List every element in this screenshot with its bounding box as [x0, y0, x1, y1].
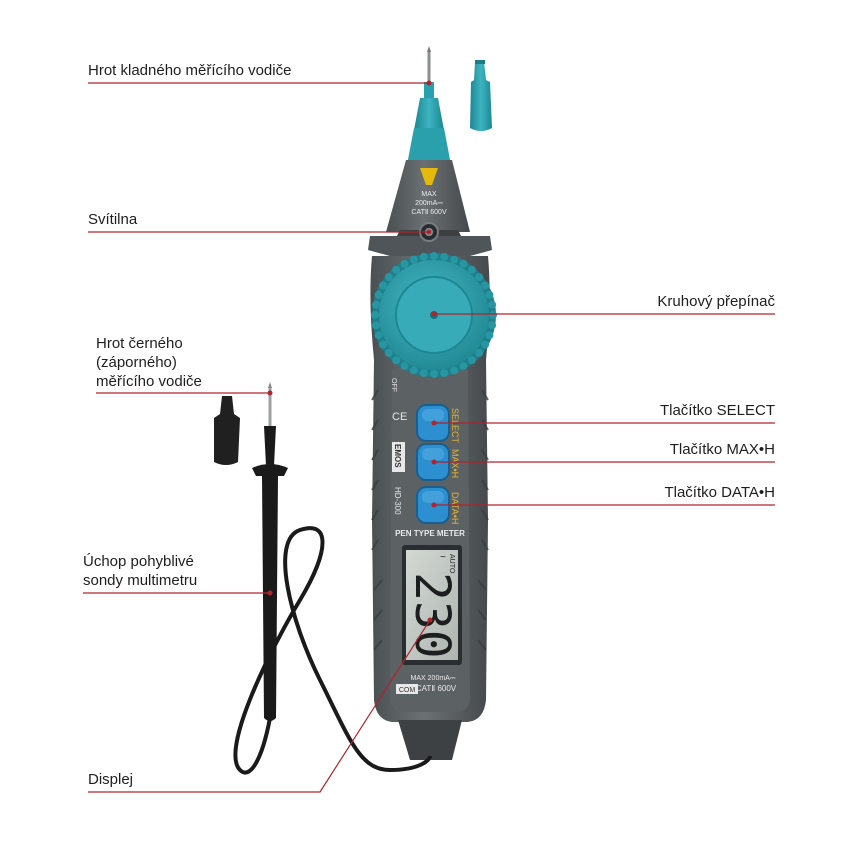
pen-type-text: PEN TYPE METER — [395, 529, 465, 538]
dial-tooth — [475, 273, 484, 282]
dial-tooth — [409, 366, 418, 375]
svg-text:COM: COM — [399, 687, 416, 694]
dial-tooth — [467, 265, 476, 274]
dial-tooth — [430, 252, 438, 260]
datah-button-text: DATA•H — [450, 492, 460, 524]
dial-tooth — [378, 281, 387, 290]
top-max-text: MAX — [421, 191, 437, 198]
callout-display: Displej — [88, 771, 134, 788]
dial-tooth — [384, 348, 393, 357]
dial-tooth — [430, 370, 438, 378]
callout-flashlight: Svítilna — [88, 211, 138, 228]
callout-maxh-button: Tlačítko MAX•H — [669, 441, 775, 458]
dial-tooth — [400, 259, 409, 268]
leader-lines — [83, 82, 775, 793]
probe-cable — [233, 526, 432, 775]
dial-tooth — [485, 331, 494, 340]
dial-tooth — [419, 369, 428, 378]
callout-datah-button: Tlačítko DATA•H — [664, 484, 775, 501]
ce-mark: CE — [392, 411, 407, 423]
lcd-display — [402, 545, 462, 665]
dial-tooth — [392, 265, 401, 274]
dial-tooth — [371, 300, 380, 309]
dial-tooth — [450, 366, 459, 375]
callout-black-tip-line-1: Hrot černého — [96, 335, 183, 352]
callout-movable-probe-line-1: Úchop pohyblivé — [83, 553, 194, 570]
top-cat-text: CATⅡ 600V — [411, 209, 447, 216]
dial-tooth — [384, 273, 393, 282]
positive-probe-tip — [406, 46, 452, 170]
select-button-text: SELECT — [450, 408, 460, 444]
bottom-max-text: MAX 200mA⎓ — [411, 675, 456, 682]
lcd-auto: AUTO — [448, 554, 455, 574]
dial-tooth — [485, 290, 494, 299]
off-text: OFF — [390, 378, 397, 392]
dial-tooth — [371, 321, 380, 330]
svg-text:EMOS: EMOS — [393, 444, 402, 468]
callout-movable-probe-line-2: sondy multimetru — [83, 572, 198, 589]
dial-tooth — [419, 252, 428, 261]
brand-badge: EMOS — [392, 442, 405, 472]
dial-tooth — [392, 356, 401, 365]
dial-tooth — [459, 259, 468, 268]
lcd-reading: 230 — [404, 572, 460, 659]
callout-black-tip-line-3: měřícího vodiče — [96, 373, 202, 390]
dial-tooth — [488, 300, 497, 309]
dial-tooth — [374, 331, 383, 340]
callout-positive-tip: Hrot kladného měřícího vodiče — [88, 62, 292, 79]
callout-select-button: Tlačítko SELECT — [659, 402, 775, 419]
probe-cap-black — [214, 396, 240, 465]
dial-tooth — [378, 340, 387, 349]
dial-tooth — [440, 252, 449, 261]
leader-dots — [267, 80, 437, 623]
com-badge: COM — [396, 684, 418, 694]
dial-tooth — [400, 362, 409, 371]
dial-tooth — [488, 321, 497, 330]
dial-tooth — [371, 311, 379, 319]
dial-tooth — [489, 311, 497, 319]
callout-black-tip-line-2: (záporného) — [96, 354, 177, 371]
lcd-unit: ~ — [440, 552, 446, 563]
dial-tooth — [481, 281, 490, 290]
dial-tooth — [374, 290, 383, 299]
dial-tooth — [481, 340, 490, 349]
dial-tooth — [459, 362, 468, 371]
callout-rotary-switch: Kruhový přepínač — [657, 293, 775, 310]
dial-tooth — [467, 356, 476, 365]
bottom-cat-text: CATⅡ 600V — [416, 684, 457, 693]
dial-tooth — [440, 369, 449, 378]
black-probe — [252, 382, 288, 721]
maxh-button-text: MAX•H — [450, 449, 460, 478]
dial-tooth — [450, 255, 459, 264]
dial-tooth — [409, 255, 418, 264]
probe-cap-teal — [470, 60, 492, 131]
dial-tooth — [475, 348, 484, 357]
device-collar — [368, 236, 492, 256]
top-current-text: 200mA⎓ — [415, 200, 443, 207]
model-text: HD-300 — [393, 487, 402, 515]
